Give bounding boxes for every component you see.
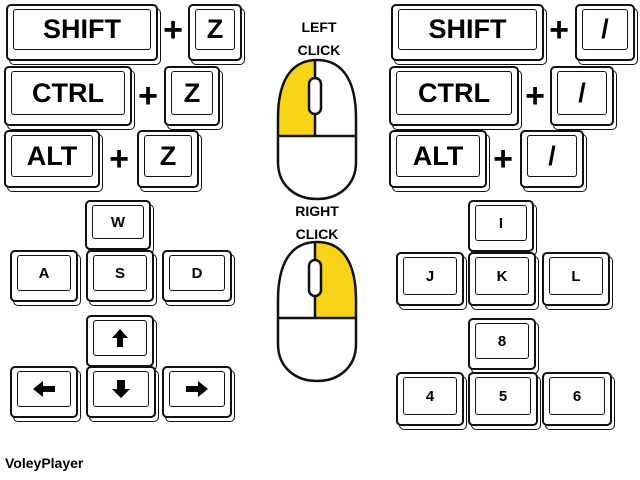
up-arrow-key [86, 315, 154, 367]
plus-sign: + [138, 77, 158, 115]
slash-key: / [575, 4, 635, 61]
right-button-highlight [315, 242, 356, 318]
right-click-line2: CLICK [295, 226, 339, 242]
shift-key-right: SHIFT [391, 4, 544, 61]
shift-key-label: SHIFT [398, 9, 537, 50]
plus-sign: + [549, 11, 569, 49]
ctrl-key-right: CTRL [389, 66, 519, 126]
alt-key-label: ALT [11, 135, 93, 177]
left-arrow-key [10, 366, 78, 418]
plus-sign: + [525, 77, 545, 115]
a-key-label: A [17, 255, 71, 291]
ctrl-key-label: CTRL [396, 71, 512, 115]
plus-sign: + [109, 140, 129, 178]
numpad-6-label: 6 [549, 377, 605, 415]
mouse-right-click-icon [276, 240, 358, 383]
plus-sign: + [163, 11, 183, 49]
w-key: W [85, 200, 151, 250]
mouse-left-click-icon [276, 58, 358, 201]
slash-key-label: / [557, 71, 607, 115]
numpad-6-key: 6 [542, 372, 612, 426]
down-arrow-icon [112, 380, 130, 398]
slash-key: / [550, 66, 614, 126]
l-key: L [542, 252, 610, 306]
z-key-label: Z [144, 135, 192, 177]
d-key-label: D [169, 255, 225, 291]
z-key-label: Z [195, 9, 235, 50]
numpad-5-key: 5 [468, 372, 538, 426]
k-key: K [468, 252, 536, 306]
alt-key-label: ALT [396, 135, 480, 177]
w-key-label: W [92, 205, 144, 239]
numpad-4-label: 4 [403, 377, 457, 415]
s-key: S [86, 250, 154, 302]
left-click-label: LEFT CLICK [280, 16, 358, 62]
left-click-line1: LEFT [301, 19, 337, 35]
right-click-label: RIGHT CLICK [278, 200, 356, 246]
z-key: Z [164, 66, 220, 126]
down-arrow-key [86, 366, 156, 418]
s-key-label: S [93, 255, 147, 291]
i-key: I [468, 200, 534, 252]
i-key-label: I [475, 205, 527, 241]
plus-sign: + [493, 140, 513, 178]
k-key-label: K [475, 257, 529, 295]
a-key: A [10, 250, 78, 302]
left-arrow-icon [33, 381, 55, 397]
right-click-line1: RIGHT [295, 203, 339, 219]
shift-key-label: SHIFT [13, 9, 151, 50]
left-click-line2: CLICK [297, 42, 341, 58]
numpad-4-key: 4 [396, 372, 464, 426]
ctrl-key-label: CTRL [11, 71, 125, 115]
numpad-8-key: 8 [468, 318, 536, 370]
slash-key-label: / [527, 135, 577, 177]
alt-key-right: ALT [389, 130, 487, 188]
author-label: VoleyPlayer [5, 455, 84, 471]
z-key: Z [137, 130, 199, 188]
d-key: D [162, 250, 232, 302]
alt-key-left: ALT [4, 130, 100, 188]
shift-key-left: SHIFT [6, 4, 158, 61]
numpad-8-label: 8 [475, 323, 529, 359]
slash-key: / [520, 130, 584, 188]
right-arrow-key [162, 366, 232, 418]
numpad-5-label: 5 [475, 377, 531, 415]
z-key-label: Z [171, 71, 213, 115]
j-key-label: J [403, 257, 457, 295]
l-key-label: L [549, 257, 603, 295]
j-key: J [396, 252, 464, 306]
slash-key-label: / [582, 9, 628, 50]
up-arrow-icon [112, 329, 128, 347]
ctrl-key-left: CTRL [4, 66, 132, 126]
z-key: Z [188, 4, 242, 61]
left-button-highlight [278, 60, 315, 136]
right-arrow-icon [186, 381, 208, 397]
